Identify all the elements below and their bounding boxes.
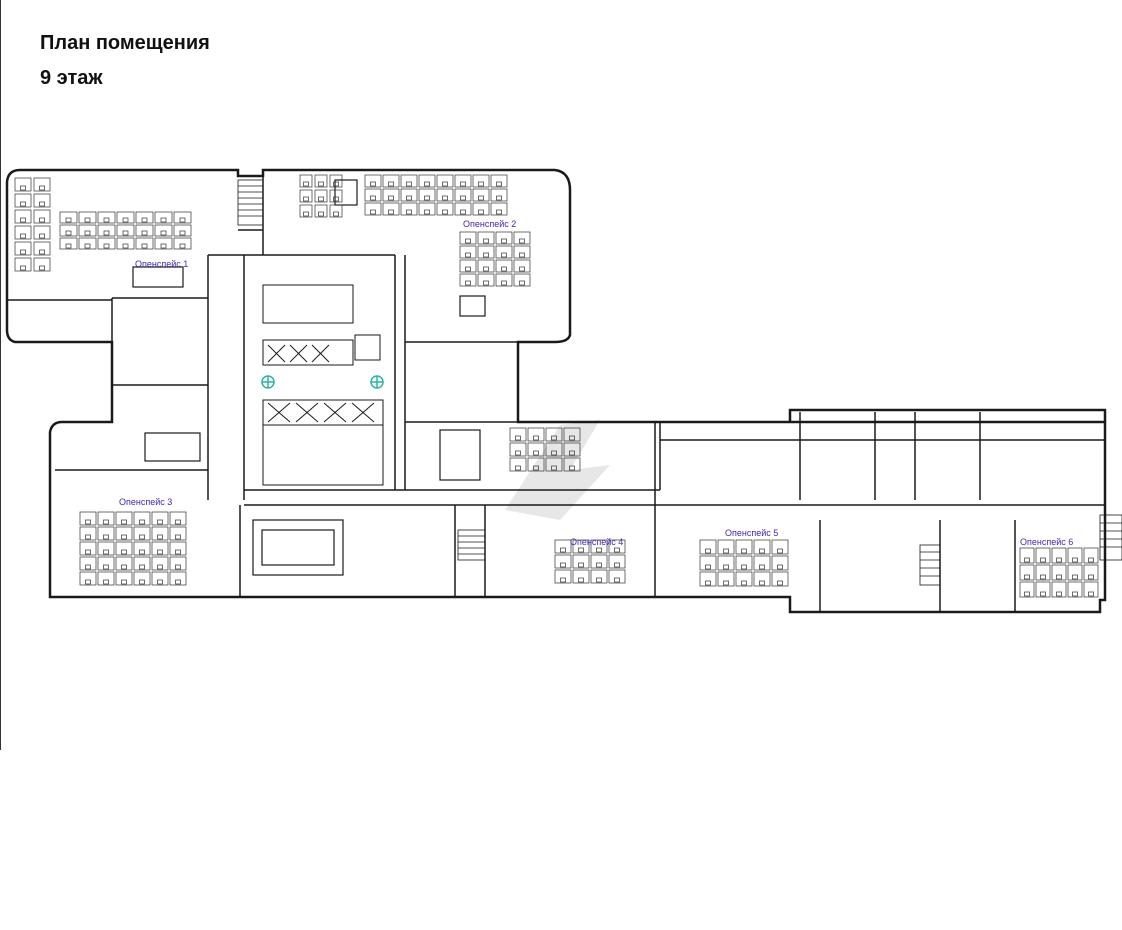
zone-label-openspace-5: Опенспейс 5 xyxy=(725,528,778,538)
desk-clusters xyxy=(14,174,1099,598)
zone-label-openspace-3: Опенспейс 3 xyxy=(119,497,172,507)
elevator-markers xyxy=(261,375,384,389)
page-title: План помещения xyxy=(40,32,210,54)
zone-label-openspace-6: Опенспейс 6 xyxy=(1020,537,1073,547)
zone-labels: Опенспейс 1 Опенспейс 2 Опенспейс 3 Опен… xyxy=(119,219,1073,547)
elevator-core xyxy=(262,284,384,486)
left-border-line xyxy=(0,0,1,750)
outer-walls xyxy=(5,168,1107,614)
zone-label-openspace-4: Опенспейс 4 xyxy=(570,537,623,547)
floor-label: 9 этаж xyxy=(40,67,103,89)
floor-plan: Опенспейс 1 Опенспейс 2 Опенспейс 3 Опен… xyxy=(5,168,1122,614)
conference-tables xyxy=(132,179,486,576)
zone-label-openspace-1: Опенспейс 1 xyxy=(135,259,188,269)
zone-label-openspace-2: Опенспейс 2 xyxy=(463,219,516,229)
watermark-logo xyxy=(505,420,610,520)
staircases xyxy=(237,179,1122,586)
